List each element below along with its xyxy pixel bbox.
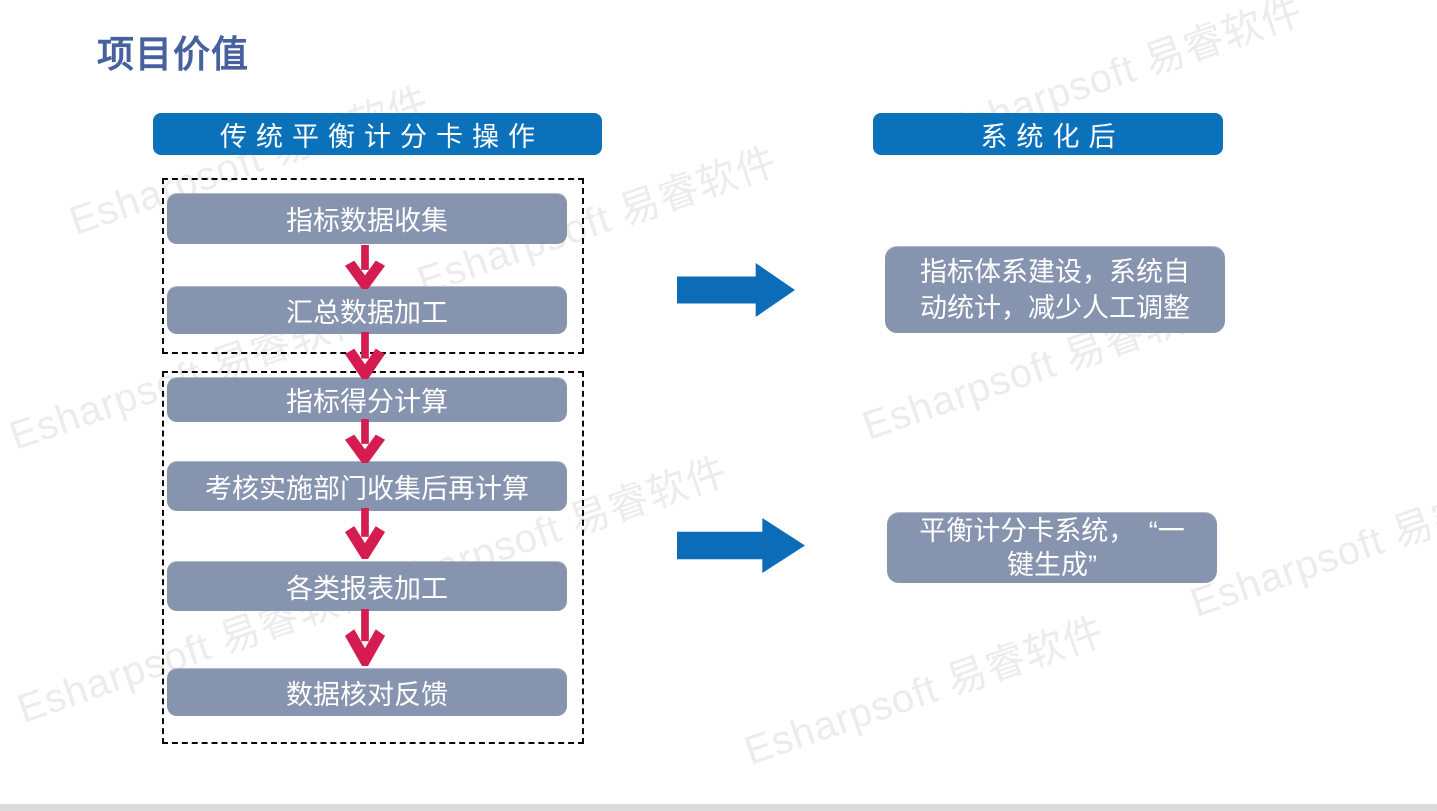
- down-arrow-icon: [343, 332, 387, 379]
- down-arrow-icon: [343, 419, 387, 463]
- watermark: Esharpsoft 易睿软件: [1185, 461, 1437, 626]
- flow-step-data-check-feedback: 数据核对反馈: [167, 668, 567, 716]
- right-arrow-icon: [677, 263, 795, 317]
- result-box-indicator-system: 指标体系建设，系统自动统计，减少人工调整: [885, 246, 1225, 333]
- header-after-systemization: 系统化后: [873, 113, 1223, 155]
- down-arrow-icon: [343, 245, 387, 289]
- watermark: Esharpsoft 易睿软件: [739, 609, 1111, 774]
- flow-step-summarize-data: 汇总数据加工: [167, 286, 567, 334]
- header-traditional-process: 传统平衡计分卡操作: [153, 113, 602, 155]
- flow-step-score-calculation: 指标得分计算: [167, 377, 567, 422]
- right-arrow-icon: [677, 518, 805, 573]
- down-arrow-icon: [343, 508, 387, 559]
- flow-step-dept-recalculation: 考核实施部门收集后再计算: [167, 461, 567, 511]
- slide-bottom-strip: [0, 804, 1437, 811]
- flow-step-report-processing: 各类报表加工: [167, 561, 567, 611]
- page-title: 项目价值: [97, 34, 249, 75]
- down-arrow-icon: [343, 609, 387, 666]
- flow-step-collect-indicator-data: 指标数据收集: [167, 193, 567, 244]
- dashed-group-2: [162, 371, 584, 744]
- result-box-one-click: 平衡计分卡系统， “一键生成”: [887, 512, 1217, 583]
